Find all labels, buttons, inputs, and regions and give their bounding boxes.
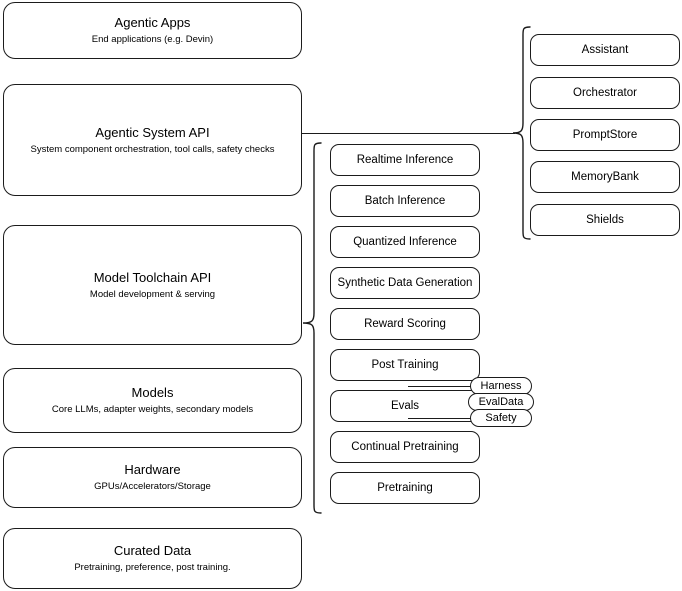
evals-tag-label: Harness: [480, 379, 522, 392]
layer-subtitle: Pretraining, preference, post training.: [74, 562, 231, 573]
layer-box-agentic-apps[interactable]: Agentic Apps End applications (e.g. Devi…: [3, 2, 302, 59]
connector-evals-to-harness: [408, 386, 474, 387]
layer-title: Model Toolchain API: [93, 269, 212, 285]
layer-subtitle: GPUs/Accelerators/Storage: [94, 481, 211, 492]
layer-title: Hardware: [124, 462, 181, 477]
layer-title: Agentic Apps: [114, 15, 191, 30]
layer-subtitle: Model development & serving: [89, 288, 216, 300]
component-label: MemoryBank: [571, 171, 639, 183]
capability-label: Quantized Inference: [353, 236, 457, 248]
capability-label: Continual Pretraining: [351, 441, 459, 453]
layer-title: Agentic System API: [95, 124, 210, 140]
component-label: Shields: [586, 214, 624, 226]
layer-title: Models: [131, 385, 174, 400]
component-label: Assistant: [581, 44, 629, 56]
capability-box-evals[interactable]: Evals: [330, 390, 480, 422]
layer-box-model-toolchain-api[interactable]: Model Toolchain API Model development & …: [3, 225, 302, 345]
capability-label: Realtime Inference: [356, 154, 454, 166]
component-box-memorybank[interactable]: MemoryBank: [530, 161, 680, 193]
layer-box-curated-data[interactable]: Curated Data Pretraining, preference, po…: [3, 528, 302, 589]
capability-box-pretraining[interactable]: Pretraining: [330, 472, 480, 504]
component-box-assistant[interactable]: Assistant: [530, 34, 680, 66]
capability-box-batch-inference[interactable]: Batch Inference: [330, 185, 480, 217]
capability-label: Reward Scoring: [364, 318, 446, 330]
capability-box-reward-scoring[interactable]: Reward Scoring: [330, 308, 480, 340]
capability-label: Pretraining: [377, 482, 433, 494]
component-box-shields[interactable]: Shields: [530, 204, 680, 236]
capability-label: Synthetic Data Generation: [337, 277, 473, 289]
brace-agentic-components: [512, 25, 532, 245]
evals-tag-label: Safety: [485, 411, 517, 424]
layer-box-models[interactable]: Models Core LLMs, adapter weights, secon…: [3, 368, 302, 433]
evals-tag-safety[interactable]: Safety: [470, 409, 532, 427]
capability-box-continual-pretraining[interactable]: Continual Pretraining: [330, 431, 480, 463]
component-label: PromptStore: [572, 129, 638, 141]
layer-box-agentic-system-api[interactable]: Agentic System API System component orch…: [3, 84, 302, 196]
capability-label: Post Training: [371, 359, 439, 371]
capability-box-quantized-inference[interactable]: Quantized Inference: [330, 226, 480, 258]
capability-label: Evals: [390, 400, 420, 412]
connector-agentic-system-api-to-components: [302, 133, 515, 134]
evals-tag-label: EvalData: [478, 395, 524, 408]
connector-evals-to-safety: [408, 418, 474, 419]
capability-box-post-training[interactable]: Post Training: [330, 349, 480, 381]
capability-label: Batch Inference: [364, 195, 446, 207]
evals-tag-evaldata[interactable]: EvalData: [468, 393, 534, 411]
layer-subtitle: End applications (e.g. Devin): [91, 34, 214, 45]
capability-box-synthetic-data-generation[interactable]: Synthetic Data Generation: [330, 267, 480, 299]
layer-title: Curated Data: [113, 543, 192, 558]
layer-subtitle: System component orchestration, tool cal…: [30, 143, 275, 155]
layer-subtitle: Core LLMs, adapter weights, secondary mo…: [51, 404, 254, 415]
capability-box-realtime-inference[interactable]: Realtime Inference: [330, 144, 480, 176]
component-label: Orchestrator: [573, 87, 637, 99]
brace-toolchain-capabilities: [301, 141, 323, 521]
component-box-promptstore[interactable]: PromptStore: [530, 119, 680, 151]
layer-box-hardware[interactable]: Hardware GPUs/Accelerators/Storage: [3, 447, 302, 508]
component-box-orchestrator[interactable]: Orchestrator: [530, 77, 680, 109]
